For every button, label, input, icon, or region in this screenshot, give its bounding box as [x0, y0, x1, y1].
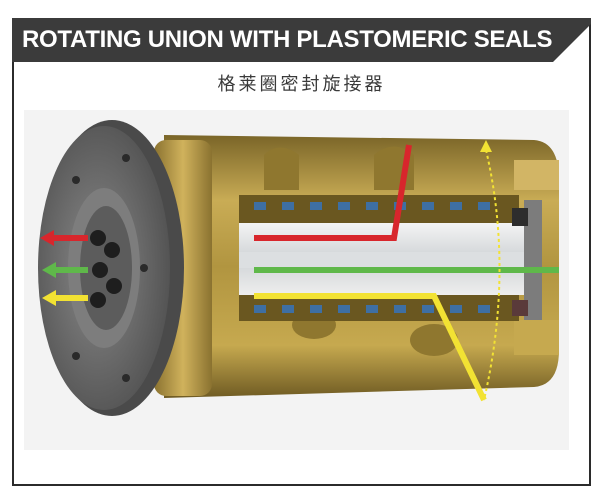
- flow-arrow-green: [42, 262, 559, 278]
- rotating-union-illustration: [24, 110, 569, 450]
- subtitle-chinese: 格莱圈密封旋接器: [217, 74, 386, 95]
- flow-arrow-yellow: [42, 140, 501, 402]
- upper-seal-channel: [239, 195, 519, 223]
- title-banner: [12, 18, 591, 62]
- flow-arrow-red: [40, 144, 412, 246]
- end-flange: [38, 120, 184, 416]
- page-title: ROTATING UNION WITH PLASTOMERIC SEALS: [22, 26, 553, 53]
- lower-seal-channel: [239, 295, 519, 321]
